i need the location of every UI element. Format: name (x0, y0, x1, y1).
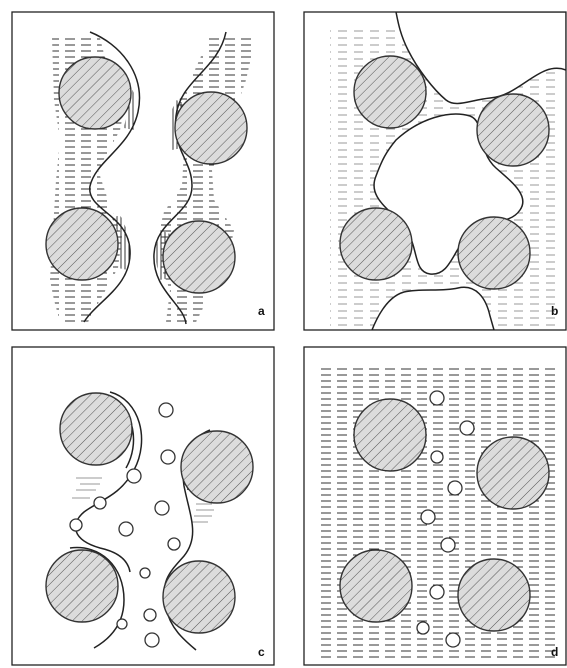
soil-grain (59, 57, 131, 129)
panel-label-d: d (551, 645, 558, 659)
air-bubble (161, 450, 175, 464)
soil-grain (354, 399, 426, 471)
air-bubble (460, 421, 474, 435)
air-bubble (145, 633, 159, 647)
soil-grain (60, 393, 132, 465)
air-bubble (430, 391, 444, 405)
air-bubble (430, 585, 444, 599)
air-bubble (446, 633, 460, 647)
soil-grain (163, 561, 235, 633)
air-bubble (441, 538, 455, 552)
soil-grain (46, 550, 118, 622)
soil-grain (163, 221, 235, 293)
soil-grain (477, 94, 549, 166)
soil-grain (340, 550, 412, 622)
panel-a: a (12, 12, 274, 330)
panel-d: d (304, 347, 566, 665)
air-bubble (448, 481, 462, 495)
air-bubble (144, 609, 156, 621)
air-bubble (417, 622, 429, 634)
panel-c-frame (12, 347, 274, 665)
soil-grain (354, 56, 426, 128)
air-bubble (168, 538, 180, 550)
air-bubble (94, 497, 106, 509)
soil-grain (458, 559, 530, 631)
air-bubble (431, 451, 443, 463)
air-bubble (421, 510, 435, 524)
soil-grain (181, 431, 253, 503)
panel-c: c (12, 347, 274, 665)
water-saturated (320, 366, 560, 662)
panel-label-b: b (551, 304, 558, 318)
air-bubble (119, 522, 133, 536)
soil-grain (46, 208, 118, 280)
panel-label-a: a (258, 304, 265, 318)
soil-grain (175, 92, 247, 164)
air-bubble (155, 501, 169, 515)
panel-label-c: c (258, 645, 265, 659)
air-bubble (70, 519, 82, 531)
air-bubble (159, 403, 173, 417)
soil-grain (458, 217, 530, 289)
air-bubble (117, 619, 127, 629)
soil-grain (477, 437, 549, 509)
air-bubble (140, 568, 150, 578)
panel-b: b (304, 12, 566, 330)
soil-grain (340, 208, 412, 280)
air-bubble (127, 469, 141, 483)
